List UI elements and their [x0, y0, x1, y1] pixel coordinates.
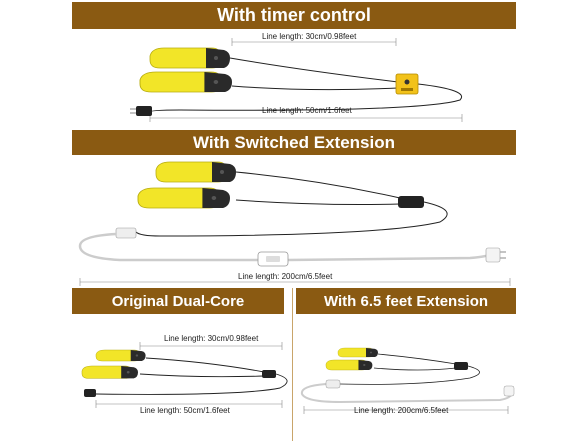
timer-line-short-label: Line length: 30cm/0.98feet	[262, 32, 357, 41]
extension-small-plug	[503, 385, 515, 397]
timer-dryer-bottom	[139, 71, 233, 93]
extension-plug	[485, 247, 501, 263]
switched-line-label: Line length: 200cm/6.5feet	[238, 272, 333, 281]
switched-dryer-bottom	[137, 187, 231, 209]
switched-scene	[78, 161, 511, 286]
original-plug	[84, 389, 96, 397]
banner-switched-extension: With Switched Extension	[72, 130, 516, 155]
original-scene	[81, 342, 288, 408]
timer-plug	[136, 106, 152, 116]
original-dryer-top	[95, 349, 146, 362]
switched-switch	[398, 196, 424, 208]
timer-line-long-label: Line length: 50cm/1.6feet	[262, 106, 352, 115]
extension-dryer-top	[337, 347, 379, 358]
banner-original-dual-core: Original Dual-Core	[72, 288, 284, 314]
section-divider	[292, 288, 293, 441]
banner-switched-extension-title: With Switched Extension	[193, 132, 395, 152]
extension-scene	[300, 347, 515, 414]
original-line-long-label: Line length: 50cm/1.6feet	[140, 406, 230, 415]
original-line-short-label: Line length: 30cm/0.98feet	[164, 334, 259, 343]
banner-timer-control: With timer control	[72, 2, 516, 29]
switched-dryer-top	[155, 161, 237, 183]
extension-line-label: Line length: 200cm/6.5feet	[354, 406, 449, 415]
extension-dryer-bottom	[325, 359, 373, 371]
banner-timer-control-title: With timer control	[217, 5, 371, 25]
banner-original-dual-core-title: Original Dual-Core	[111, 292, 245, 310]
original-dryer-bottom	[81, 365, 139, 379]
timer-dryer-top	[149, 47, 231, 69]
banner-six-feet-extension: With 6.5 feet Extension	[296, 288, 516, 314]
banner-six-feet-extension-title: With 6.5 feet Extension	[323, 292, 489, 310]
timer-scene	[130, 38, 463, 122]
